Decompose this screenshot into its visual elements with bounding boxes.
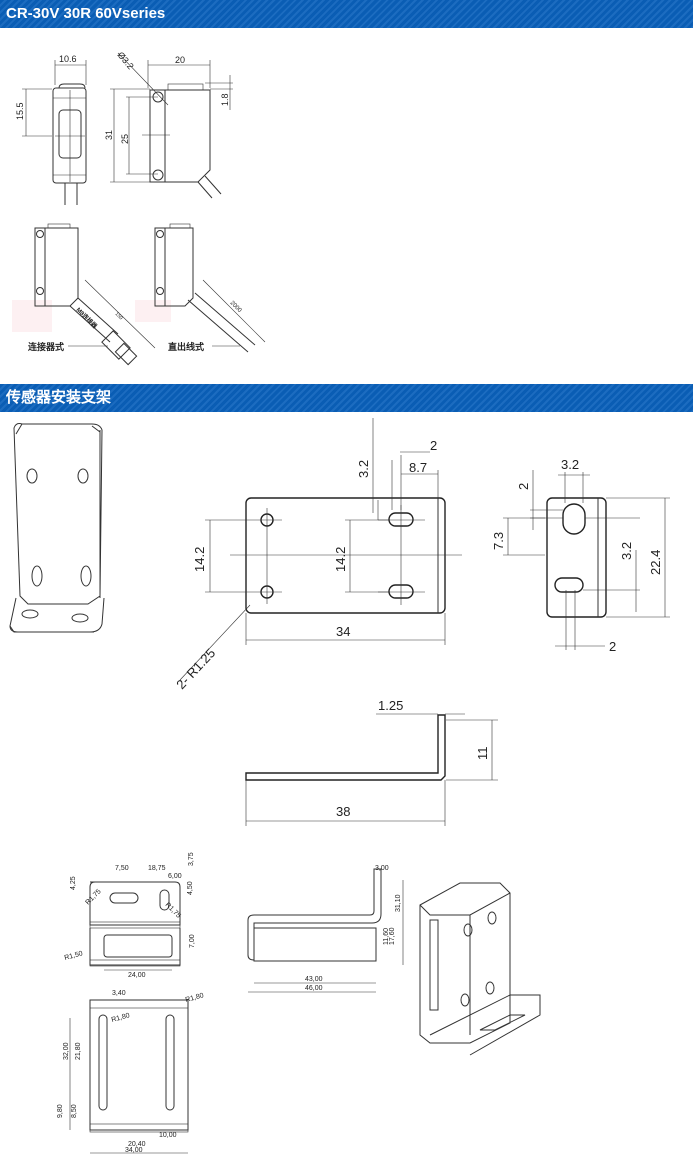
dim-label: 3,75 <box>188 852 195 866</box>
dim-label: 20,40 <box>128 1141 146 1148</box>
connector-type-label: 连接器式 <box>28 341 64 352</box>
dim-label: 3.2 <box>561 457 579 472</box>
dim-label: R1,75 <box>164 901 182 919</box>
section-header-sensor: CR-30V 30R 60Vseries <box>0 0 693 28</box>
dim-label: 1.8 <box>220 93 230 106</box>
dim-label: 4,25 <box>70 876 77 890</box>
section-header-bracket: 传感器安装支架 <box>0 384 693 412</box>
dim-label: 2- R1.25 <box>173 645 218 692</box>
bracket-profile-view: 1.25 11 38 <box>245 698 498 826</box>
dim-label: 43,00 <box>305 976 323 983</box>
sensor-side-view: 10.6 15.5 <box>15 54 87 205</box>
dim-label: 3.2 <box>619 542 634 560</box>
dim-label: 4,50 <box>187 881 194 895</box>
dim-label: 7,00 <box>189 934 196 948</box>
dim-label: 21,80 <box>75 1042 82 1060</box>
dim-label: 18,75 <box>148 865 166 872</box>
dim-label: 14.2 <box>192 547 207 572</box>
bracket-side-view: 3.2 2 7.3 3.2 22.4 2 <box>491 457 670 654</box>
bracket-3d-view <box>9 423 105 633</box>
detail-top-view: 7,50 18,75 6,00 3,75 4,25 4,50 R1,75 R1,… <box>64 852 196 979</box>
dim-label: 1.25 <box>378 698 403 713</box>
dim-label: 34,00 <box>125 1147 143 1154</box>
bracket-front-view: 14.2 14.2 3.2 2 8.7 34 2- R1.25 <box>173 418 462 692</box>
dim-label: 8,50 <box>71 1104 78 1118</box>
dim-label: 38 <box>336 804 350 819</box>
dim-label: 46,00 <box>305 985 323 992</box>
dim-label: 8.7 <box>409 460 427 475</box>
dim-label: 10.6 <box>59 54 77 64</box>
dim-label: 2000 <box>229 300 243 314</box>
dim-label: 3,40 <box>112 990 126 997</box>
connector-part-label: M8连接器 <box>75 306 100 331</box>
dim-label: 10,00 <box>159 1132 177 1139</box>
detail-bottom-view: 3,40 R1,80 R1,80 32,00 21,80 9,80 8,50 1… <box>57 990 205 1154</box>
detail-side-view: 3,00 31,10 11,60 17,60 43,00 46,00 <box>247 865 404 993</box>
dim-label: 7,50 <box>115 865 129 872</box>
dim-label: R1,50 <box>64 950 84 962</box>
dim-label: 11,60 <box>383 928 390 945</box>
dim-label: R1,80 <box>185 992 205 1004</box>
dim-label: 7.3 <box>491 532 506 550</box>
dim-label: 31,10 <box>395 894 402 912</box>
cable-type-label: 直出线式 <box>168 341 204 352</box>
dim-label: 20 <box>175 55 185 65</box>
dim-label: 32,00 <box>63 1042 70 1060</box>
dim-label: 15.5 <box>15 102 25 120</box>
dim-label: R1,80 <box>111 1012 131 1024</box>
dim-label: 2 <box>430 438 437 453</box>
connector-type-drawing: 150 M8连接器 连接器式 <box>12 223 156 366</box>
dim-label: 3,00 <box>375 865 389 872</box>
dim-label: R1,75 <box>84 888 102 906</box>
dim-label: 9,80 <box>57 1104 64 1118</box>
dim-label: 14.2 <box>333 547 348 572</box>
cable-type-drawing: 2000 直出线式 <box>135 223 266 353</box>
dim-label: 3.2 <box>356 460 371 478</box>
detail-3d-view <box>419 882 541 1056</box>
dim-label: 11 <box>475 747 490 761</box>
dim-label: 34 <box>336 624 350 639</box>
dim-label: 22.4 <box>648 550 663 575</box>
dim-label: 17,60 <box>389 927 396 945</box>
dim-label: 31 <box>104 130 114 140</box>
dim-label: 2 <box>516 483 531 490</box>
sensor-front-view: 20 Ø3.2 1.8 31 25 <box>104 50 233 199</box>
dim-label: 6,00 <box>168 873 182 880</box>
dim-label: 24,00 <box>128 972 146 979</box>
dim-label: 25 <box>120 134 130 144</box>
dim-label: 2 <box>609 639 616 654</box>
dim-label: 150 <box>114 311 124 321</box>
